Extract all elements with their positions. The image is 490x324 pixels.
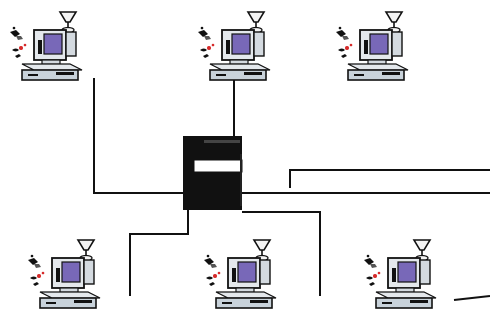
computer-workstation-icon — [364, 240, 436, 308]
cable-ws-4 — [130, 198, 188, 296]
computer-workstation-icon — [336, 12, 408, 80]
cable-ws-6 — [454, 296, 490, 300]
computer-workstation-icon — [10, 12, 82, 80]
computer-workstation-icon — [204, 240, 276, 308]
computer-workstation-icon — [198, 12, 270, 80]
computer-workstation-icon — [28, 240, 100, 308]
server-hub-icon — [183, 136, 242, 210]
cable-ws-1 — [94, 78, 188, 193]
cable-ws-3 — [290, 170, 490, 188]
